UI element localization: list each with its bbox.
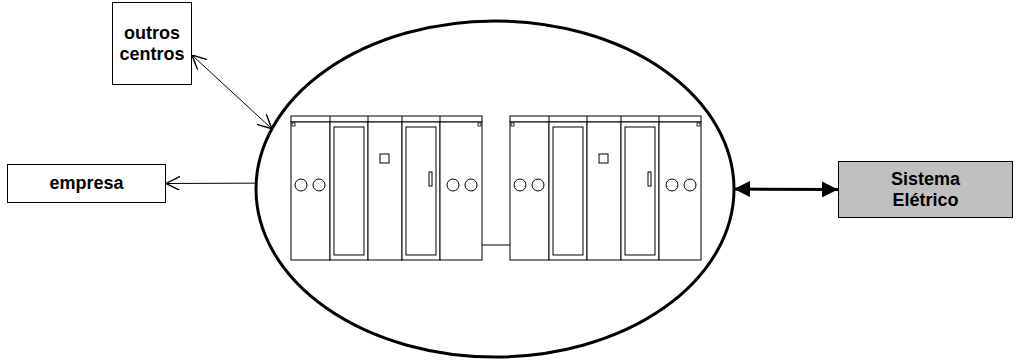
node-label: outros centros (116, 23, 188, 65)
data-link-arrow (166, 183, 256, 184)
power-link-arrow (734, 188, 838, 192)
ellipse-outline (254, 19, 736, 359)
site-box: outros centros (112, 2, 192, 85)
control-center-ellipse (254, 19, 736, 359)
rack-link (482, 245, 510, 246)
data-link-arrow (192, 55, 272, 129)
ellipse-outline (256, 21, 734, 357)
node-label: empresa (49, 173, 123, 194)
company-box: empresa (7, 164, 166, 203)
power-system-box: Sistema Elétrico (838, 161, 1013, 218)
server-rack (291, 116, 482, 260)
node-label: Sistema Elétrico (876, 169, 976, 211)
server-rack (510, 116, 701, 260)
